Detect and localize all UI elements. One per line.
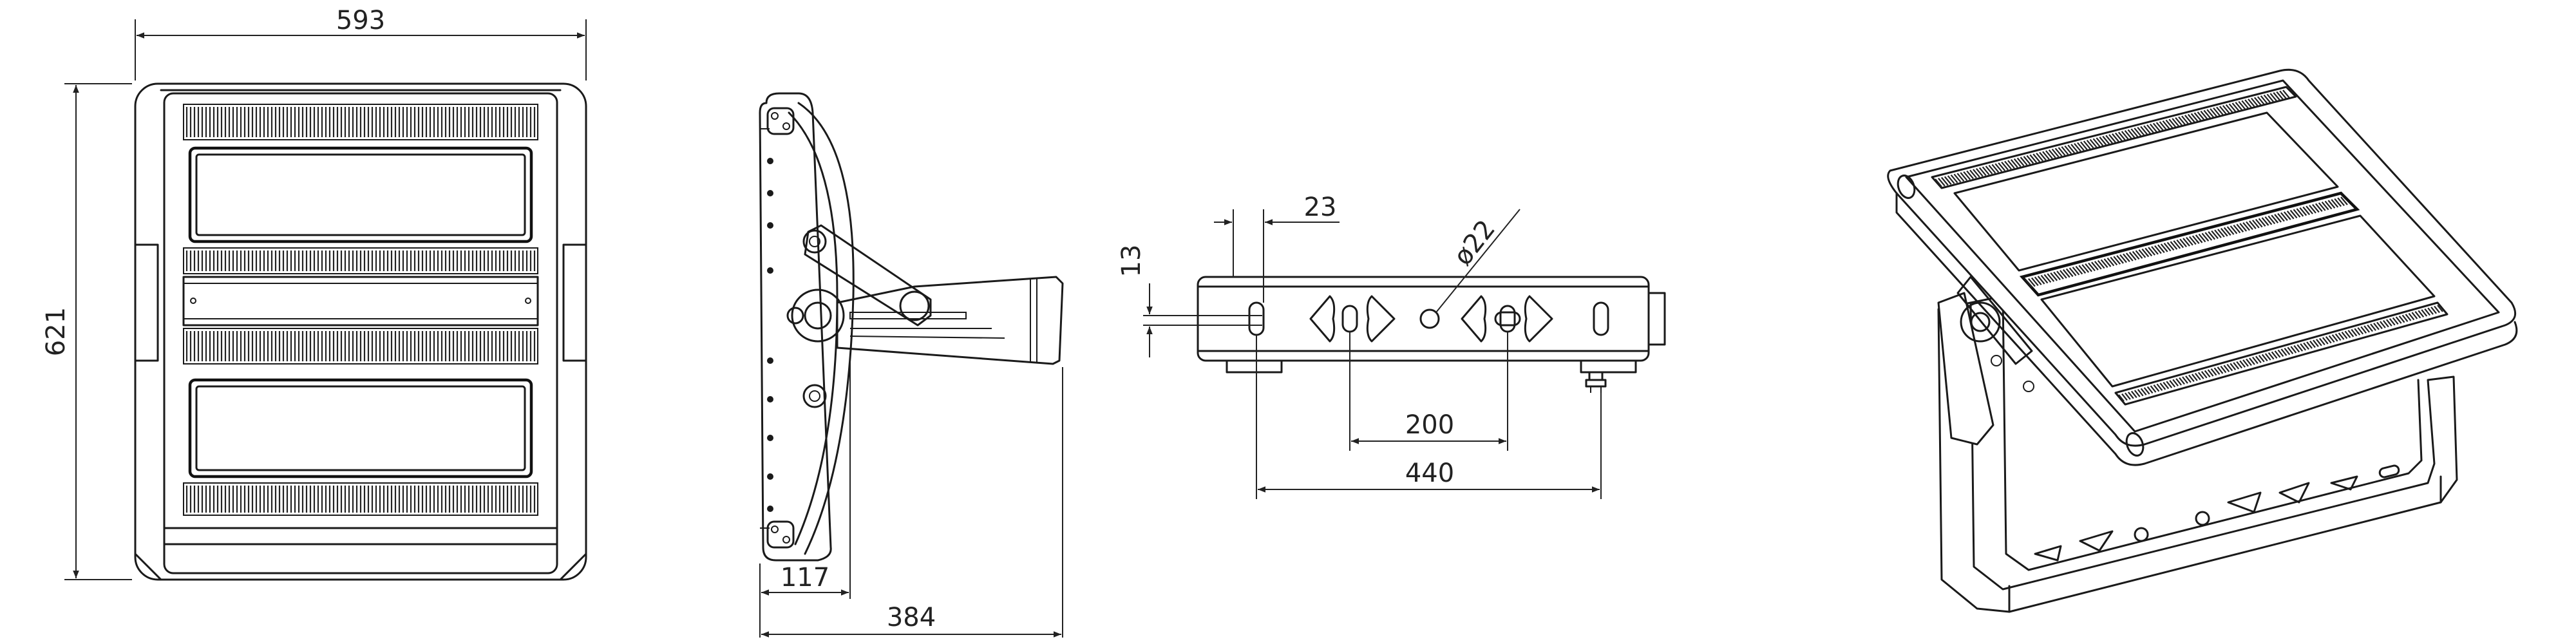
fin-band-bottom <box>185 486 536 513</box>
dim-height-621: 621 <box>41 307 71 356</box>
dim-width-593: 593 <box>336 6 385 35</box>
dim-diameter-22: ø22 <box>1448 214 1501 271</box>
dim-spacing-200: 200 <box>1405 410 1454 440</box>
front-view: 593 621 <box>41 6 587 581</box>
fin-band-middle-top <box>185 251 536 271</box>
bracket-view: 23 13 ø22 200 440 <box>1117 193 1666 499</box>
isometric-view <box>1887 68 2518 613</box>
dim-offset-23: 23 <box>1304 193 1337 222</box>
fin-band-middle-bottom <box>185 331 536 361</box>
dim-depth-117: 117 <box>781 563 829 592</box>
side-view: 117 384 <box>759 92 1064 638</box>
dim-thickness-13: 13 <box>1117 245 1146 278</box>
iso-fins <box>1935 90 2443 402</box>
dim-depth-384: 384 <box>887 603 936 632</box>
side-holes <box>767 158 773 512</box>
dim-spacing-440: 440 <box>1405 459 1454 488</box>
fin-band-top <box>185 107 536 137</box>
